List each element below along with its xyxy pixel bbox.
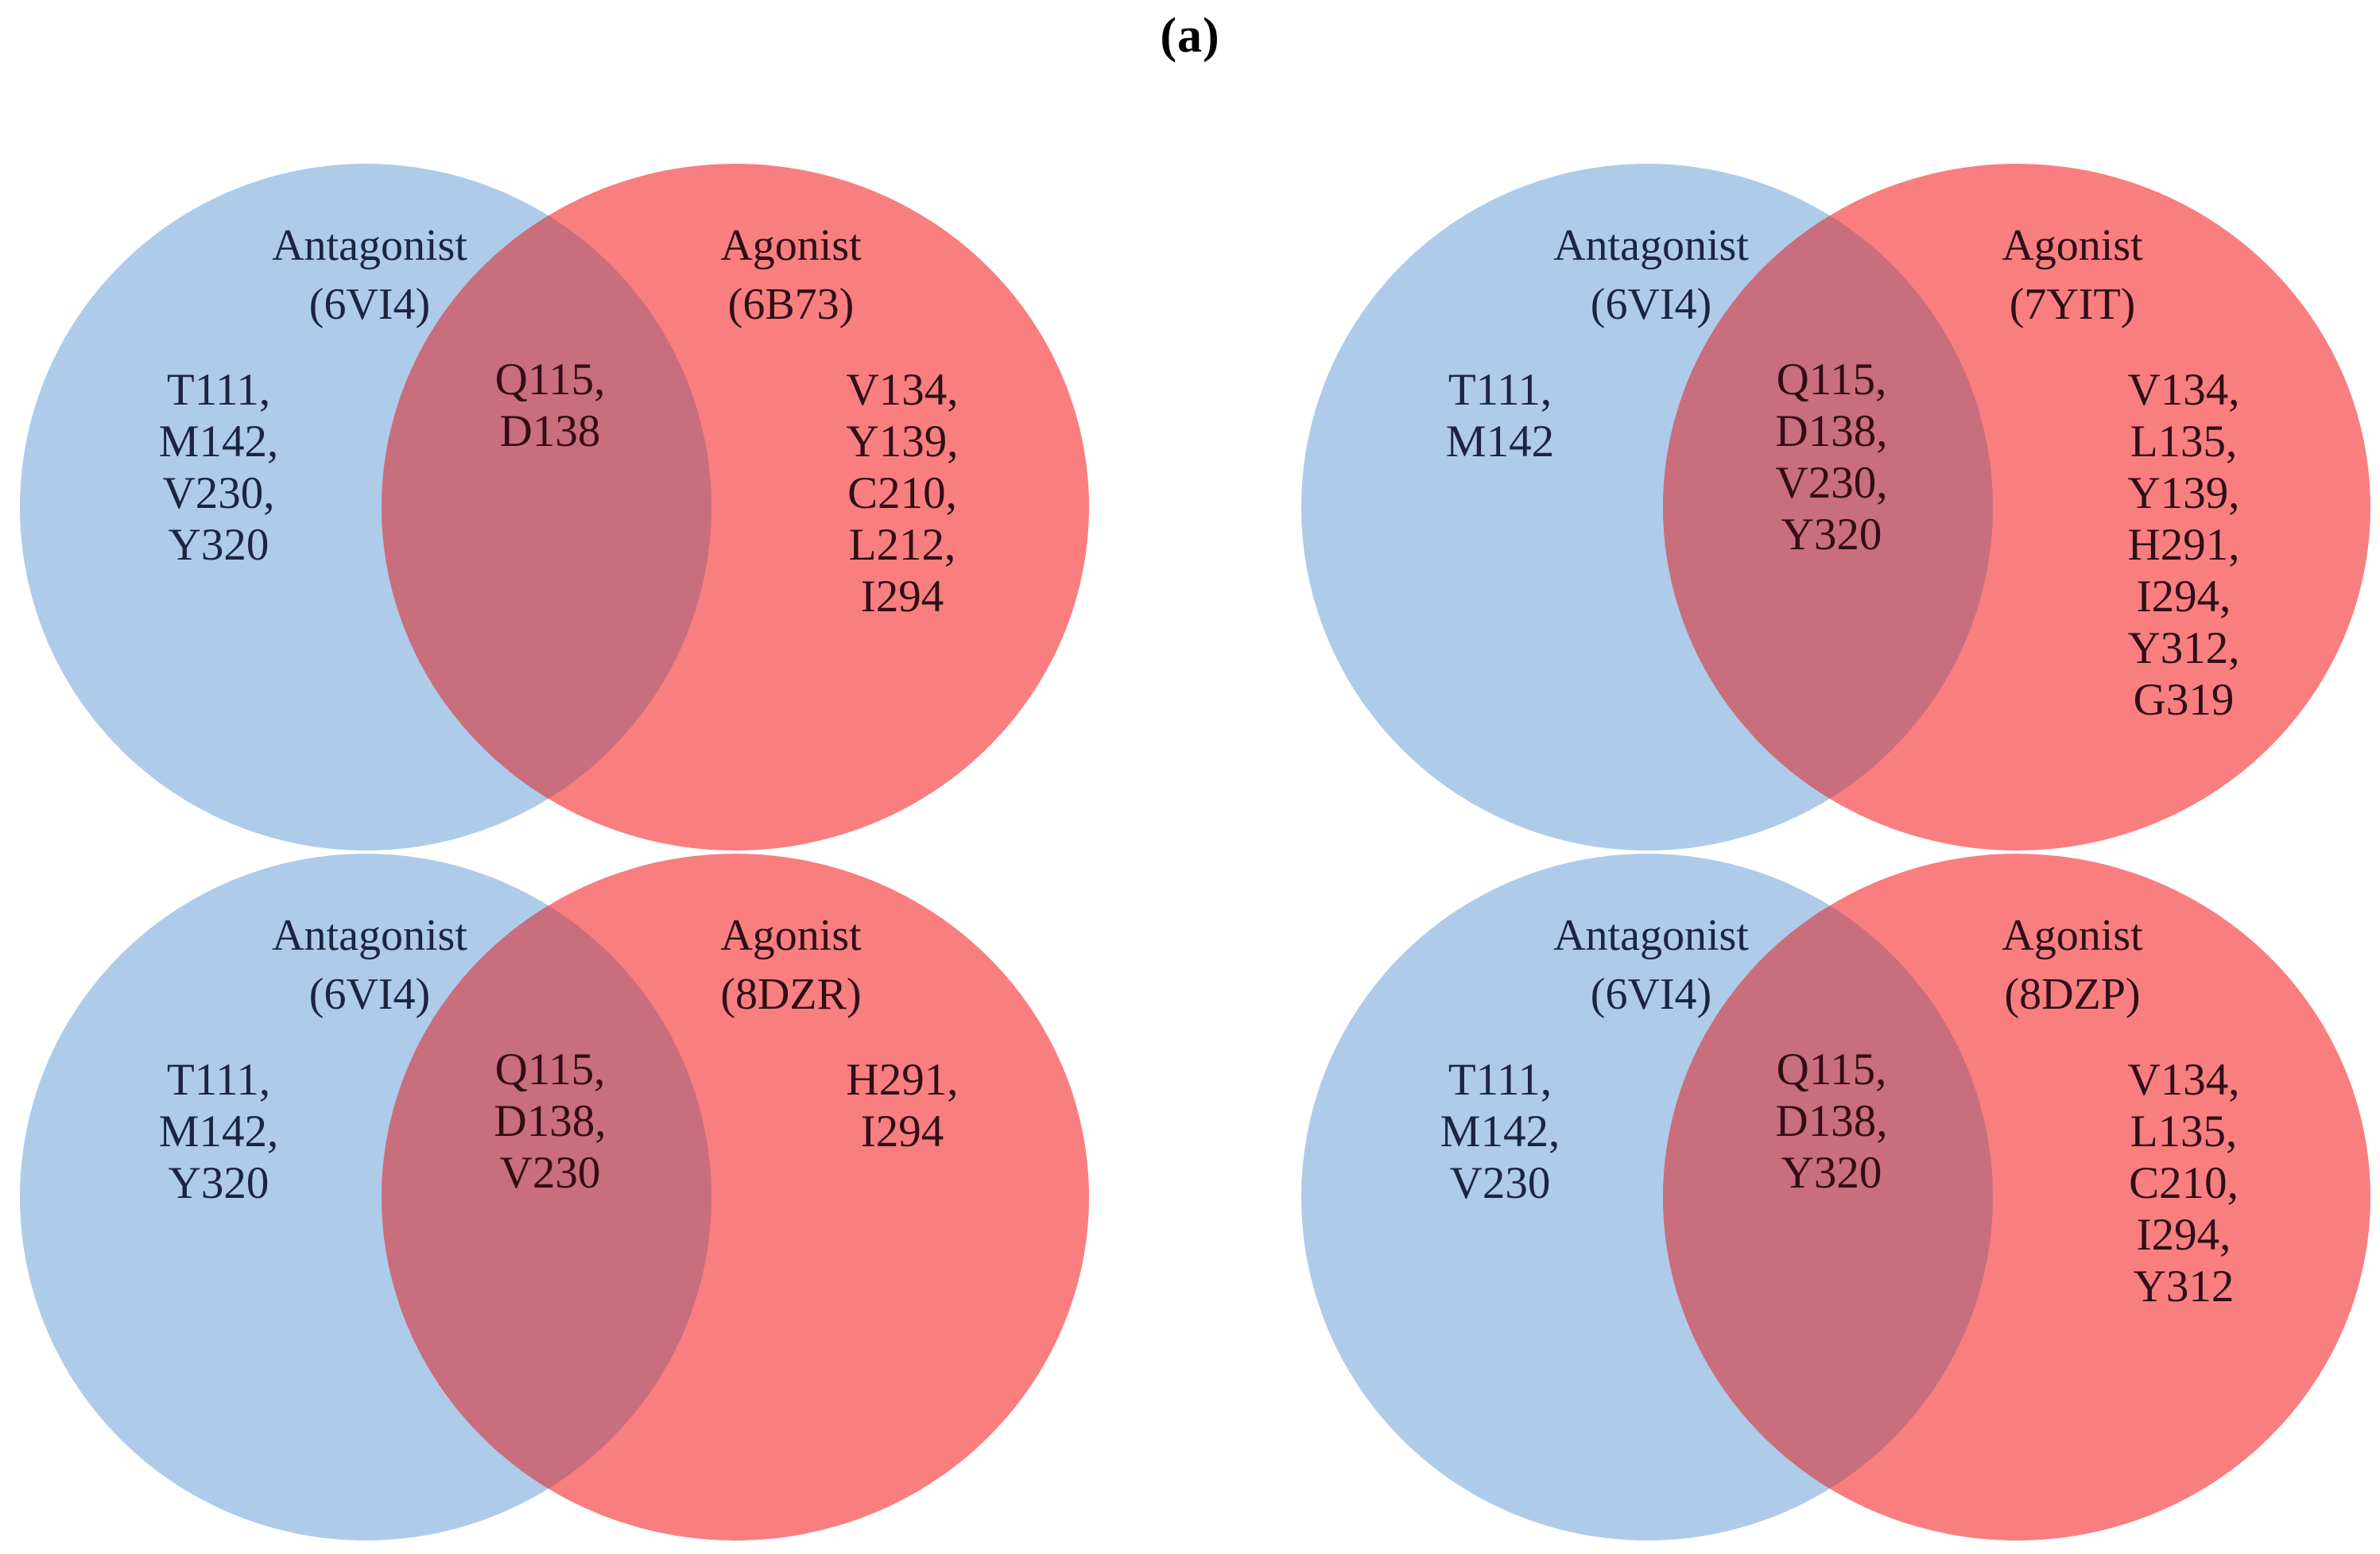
antagonist-pdb-id: (6VI4): [1590, 280, 1712, 329]
agonist-name: Agonist: [2002, 221, 2143, 270]
overlap-region: [382, 164, 711, 851]
agonist-only-residues: V134, L135, C210, I294, Y312: [2127, 1055, 2240, 1312]
shared-residues: Q115, D138, Y320: [1775, 1044, 1888, 1198]
antagonist-name: Antagonist: [1553, 221, 1749, 270]
venn-circles-graphic: [1301, 164, 2370, 851]
venn-diagram-6b73: Antagonist (6VI4) Agonist (6B73) T111, M14…: [16, 159, 1097, 858]
agonist-only-residues: V134, Y139, C210, L212, I294: [846, 365, 959, 622]
venn-circles-graphic: [20, 854, 1089, 1540]
agonist-name: Agonist: [2002, 911, 2143, 960]
agonist-pdb-id: (8DZR): [720, 970, 862, 1019]
antagonist-name: Antagonist: [272, 221, 467, 270]
agonist-only-residues: V134, L135, Y139, H291, I294, Y312, G319: [2127, 365, 2240, 725]
antagonist-name: Antagonist: [1553, 911, 1749, 960]
venn-circles-graphic: [1301, 854, 2370, 1540]
antagonist-label: Antagonist (6VI4): [1413, 906, 1890, 1024]
antagonist-only-residues: T111, M142, Y320: [158, 1055, 279, 1208]
venn-diagram-7yit: Antagonist (6VI4) Agonist (7YIT) T111, M14…: [1297, 159, 2378, 858]
antagonist-pdb-id: (6VI4): [1590, 970, 1712, 1019]
antagonist-only-residues: T111, M142, V230, Y320: [158, 365, 279, 570]
overlap-region: [382, 854, 711, 1540]
agonist-name: Agonist: [720, 221, 862, 270]
venn-circles-graphic: [20, 164, 1089, 851]
antagonist-name: Antagonist: [272, 911, 467, 960]
venn-diagram-8dzr: Antagonist (6VI4) Agonist (8DZR) T111, M14…: [16, 849, 1097, 1548]
shared-residues: Q115, D138: [494, 355, 606, 456]
agonist-label: Agonist (8DZP): [1834, 906, 2311, 1024]
agonist-label: Agonist (6B73): [552, 216, 1029, 334]
agonist-label: Agonist (7YIT): [1834, 216, 2311, 334]
venn-diagram-8dzp: Antagonist (6VI4) Agonist (8DZP) T111, M14…: [1297, 849, 2378, 1548]
antagonist-pdb-id: (6VI4): [308, 280, 431, 329]
agonist-pdb-id: (8DZP): [2004, 970, 2141, 1019]
agonist-only-residues: H291, I294: [846, 1055, 959, 1157]
shared-residues: Q115, D138, V230, Y320: [1775, 355, 1888, 560]
agonist-label: Agonist (8DZR): [552, 906, 1029, 1024]
antagonist-only-residues: T111, M142: [1445, 365, 1555, 467]
antagonist-label: Antagonist (6VI4): [131, 906, 608, 1024]
overlap-region: [1663, 854, 1993, 1540]
antagonist-pdb-id: (6VI4): [308, 970, 431, 1019]
agonist-name: Agonist: [720, 911, 862, 960]
antagonist-label: Antagonist (6VI4): [1413, 216, 1890, 334]
agonist-pdb-id: (7YIT): [2009, 280, 2136, 329]
shared-residues: Q115, D138, V230: [494, 1044, 607, 1198]
figure-label: (a): [1160, 9, 1220, 63]
antagonist-only-residues: T111, M142, V230: [1440, 1055, 1560, 1208]
antagonist-label: Antagonist (6VI4): [131, 216, 608, 334]
overlap-region: [1663, 164, 1993, 851]
agonist-pdb-id: (6B73): [727, 280, 855, 329]
